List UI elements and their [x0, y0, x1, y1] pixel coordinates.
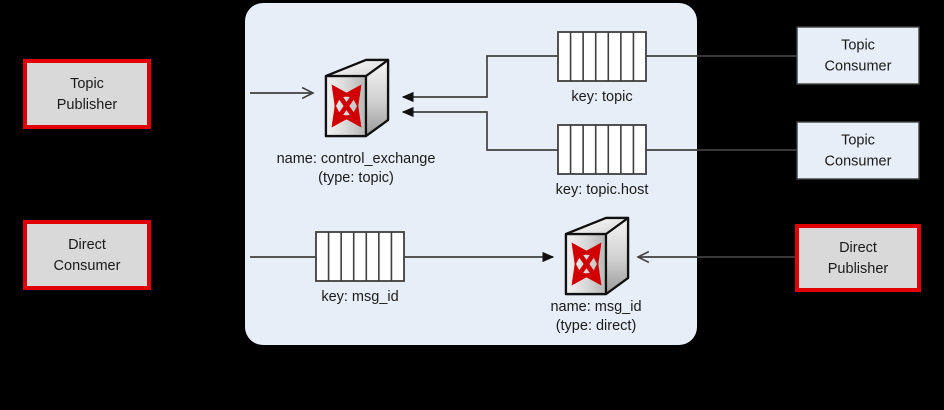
connector-topic-queue-to-exchange [401, 55, 558, 103]
control-exchange[interactable]: name: control_exchange (type: topic) [277, 60, 436, 186]
direct-publisher-label-line1: Direct [839, 240, 877, 256]
direct-publisher-box [795, 224, 921, 292]
topic-consumer-1-label-line1: Topic [841, 37, 875, 53]
queue-topic[interactable]: key: topic [557, 31, 647, 105]
queue-topic-host[interactable]: key: topic.host [556, 124, 649, 198]
direct-consumer-label-line2: Consumer [54, 258, 121, 274]
direct-consumer-label-line1: Direct [68, 237, 106, 253]
queue-msg-id-body [315, 231, 405, 282]
queue-topic-label: key: topic [571, 89, 632, 105]
topic-consumer-2-label-line1: Topic [841, 132, 875, 148]
topic-consumer-2-box [796, 121, 920, 180]
topic-publisher-box [23, 59, 151, 129]
queue-msg-id[interactable]: key: msg_id [315, 231, 405, 305]
topic-consumer-1-label-line2: Consumer [825, 58, 892, 74]
switch-exchange-icon [566, 218, 628, 294]
msg-id-exchange[interactable]: name: msg_id (type: direct) [550, 218, 642, 334]
topic-consumer-1-box [796, 26, 920, 85]
control-exchange-name-label: name: control_exchange [277, 151, 436, 167]
direct-consumer-box [23, 220, 151, 290]
topic-publisher-label-line2: Publisher [57, 97, 118, 113]
direct-publisher-label-line2: Publisher [828, 261, 889, 277]
queue-topic-host-label: key: topic.host [556, 182, 649, 198]
control-exchange-type-label: (type: topic) [318, 170, 394, 186]
msg-id-exchange-name-label: name: msg_id [550, 299, 641, 315]
switch-exchange-icon [326, 60, 388, 136]
topic-consumer-2-label-line2: Consumer [825, 153, 892, 169]
queue-shapes: key: topic key: topic.host key: msg_id [315, 31, 649, 305]
queue-msg-id-label: key: msg_id [321, 289, 398, 305]
queue-topic-body [557, 31, 647, 82]
connector-topic-host-queue-to-exchange [401, 106, 558, 151]
external-node-shapes: TopicPublisherDirectConsumerTopicConsume… [23, 26, 921, 292]
exchange-shapes: name: control_exchange(type: topic)name:… [277, 60, 642, 334]
connection-lines [250, 55, 797, 257]
queue-topic-host-body [557, 124, 647, 175]
topic-publisher-label-line1: Topic [70, 76, 104, 92]
msg-id-exchange-type-label: (type: direct) [556, 318, 637, 334]
